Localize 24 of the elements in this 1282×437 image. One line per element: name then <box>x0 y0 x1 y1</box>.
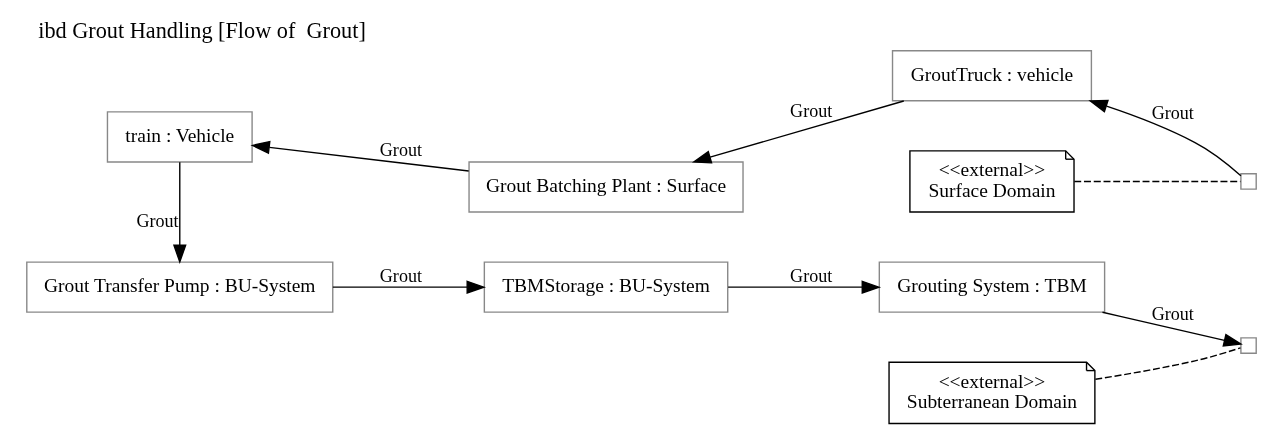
node-box: train : Vehicle <box>106 110 253 163</box>
node-box: Grout Batching Plant : Surface <box>467 160 744 213</box>
arrow <box>1087 99 1242 176</box>
node-box <box>1239 172 1257 190</box>
arrow <box>726 279 881 294</box>
edge-label: Grout <box>379 139 422 160</box>
edge-label: Grout <box>1151 102 1194 123</box>
node-box: Grout Transfer Pump : BU-System <box>25 260 333 313</box>
node-box: GroutTruck : vehicle <box>891 49 1092 101</box>
connector <box>1094 346 1241 380</box>
node-box: Grouting System : TBM <box>878 260 1105 313</box>
arrow <box>249 140 469 172</box>
arrow <box>172 161 187 264</box>
diagram-title: ibd Grout Handling [Flow of Grout] <box>37 17 366 43</box>
arrow <box>331 279 486 294</box>
node-box <box>1239 336 1257 354</box>
edge-label: Grout <box>789 100 832 121</box>
edge-label: Grout <box>1151 303 1194 324</box>
edge-label: Grout <box>135 210 179 231</box>
arrow <box>1101 311 1243 347</box>
arrow <box>691 99 904 164</box>
edge-label: Grout <box>379 265 422 286</box>
node-box: TBMStorage : BU-System <box>483 260 728 313</box>
edge-label: Grout <box>789 265 832 286</box>
